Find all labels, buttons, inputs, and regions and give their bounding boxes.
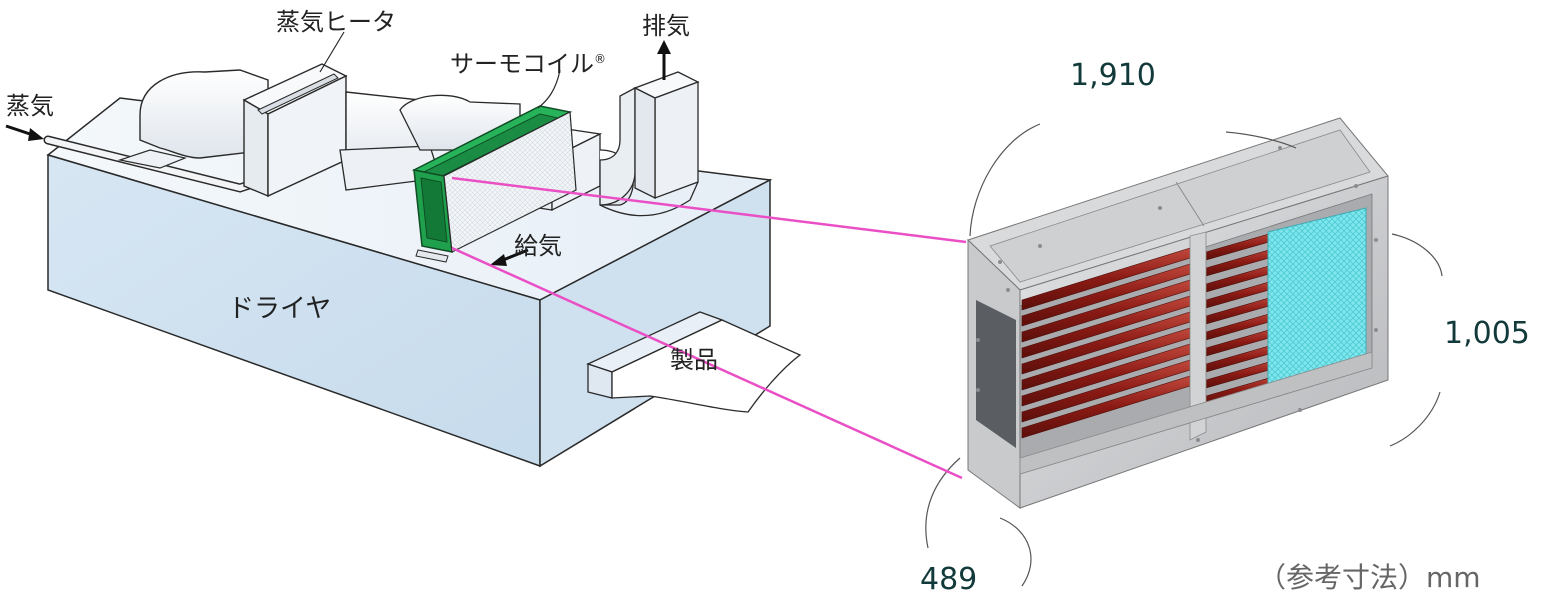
- depth-dimension: 489: [920, 562, 978, 597]
- product-outlet: [586, 311, 802, 413]
- thermocoil-text: サーモコイル: [450, 50, 594, 78]
- product-label: 製品: [670, 346, 718, 374]
- steam-arrow-icon: [5, 124, 44, 141]
- width-dimension: 1,910: [1070, 58, 1156, 93]
- heater-leader-line: [319, 31, 345, 73]
- exhaust-arrow-icon: [657, 40, 671, 80]
- exhaust-label: 排気: [642, 12, 690, 40]
- supply-arrow-icon: [490, 248, 529, 266]
- dimension-arcs: [925, 123, 1443, 587]
- dryer-label: ドライヤ: [228, 294, 332, 324]
- thermocoil-leader-line: [537, 69, 561, 109]
- coil-detail: [967, 117, 1389, 509]
- connector-lines: [451, 176, 967, 480]
- supply-air-label: 給気: [514, 232, 562, 260]
- registered-mark: ®: [594, 52, 606, 66]
- thermocoil-unit: [411, 105, 577, 263]
- thermocoil-label: サーモコイル®: [450, 44, 606, 79]
- steam-label: 蒸気: [6, 92, 54, 120]
- unit-note: （参考寸法）mm: [1258, 561, 1481, 594]
- steam-heater-label: 蒸気ヒータ: [276, 8, 396, 36]
- height-dimension: 1,005: [1444, 316, 1530, 351]
- coil-tubes: [1021, 231, 1277, 439]
